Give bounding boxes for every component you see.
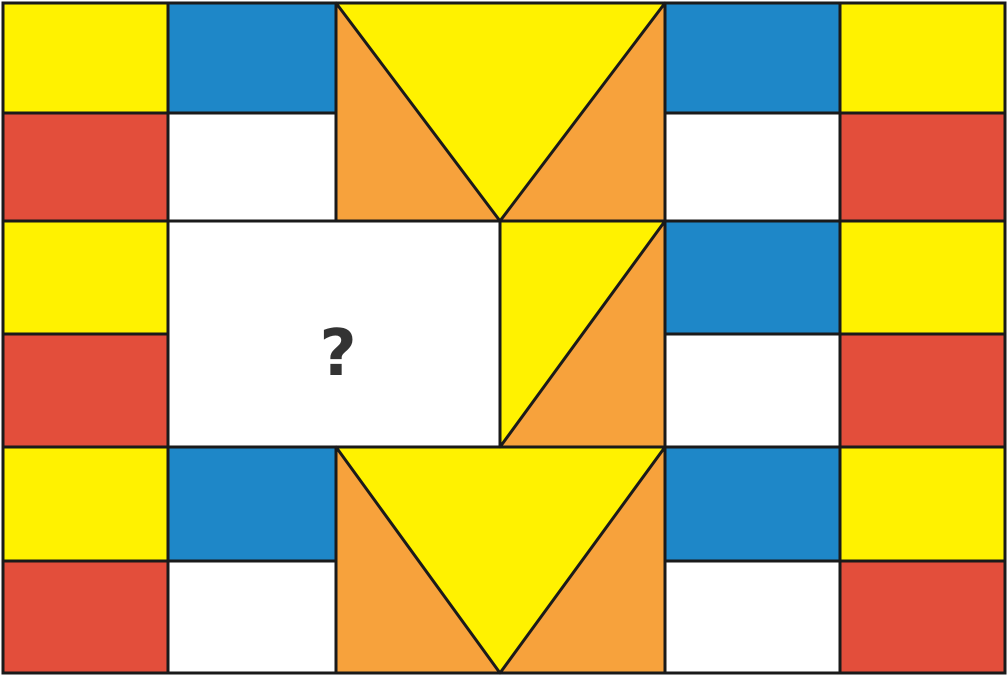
inner-left-tile-2 [168, 113, 336, 221]
inner-right-tile-1 [665, 3, 840, 113]
inner-right-column [665, 3, 840, 673]
inner-right-tile-2 [665, 113, 840, 221]
left-tile-4 [3, 334, 168, 447]
question-mark: ? [319, 317, 356, 391]
top-yellow-triangle [336, 3, 665, 221]
bottom-yellow-triangle [336, 447, 665, 673]
right-tile-3 [840, 221, 1005, 334]
left-tile-1 [3, 3, 168, 113]
left-column [3, 3, 168, 673]
inner-left-tile-6 [168, 561, 336, 673]
left-tile-3 [3, 221, 168, 334]
inner-right-tile-6 [665, 561, 840, 673]
inner-right-tile-5 [665, 447, 840, 561]
inner-left-column [168, 3, 336, 673]
inner-right-tile-4 [665, 334, 840, 447]
inner-right-tile-3 [665, 221, 840, 334]
right-tile-4 [840, 334, 1005, 447]
right-column [840, 3, 1005, 673]
right-tile-6 [840, 561, 1005, 673]
top-triangle-block [336, 3, 665, 221]
missing-piece[interactable] [168, 221, 500, 447]
left-tile-6 [3, 561, 168, 673]
left-tile-2 [3, 113, 168, 221]
inner-left-tile-5 [168, 447, 336, 561]
bottom-triangle-block [336, 447, 665, 673]
right-tile-5 [840, 447, 1005, 561]
inner-left-tile-1 [168, 3, 336, 113]
right-tile-1 [840, 3, 1005, 113]
right-tile-2 [840, 113, 1005, 221]
left-tile-5 [3, 447, 168, 561]
